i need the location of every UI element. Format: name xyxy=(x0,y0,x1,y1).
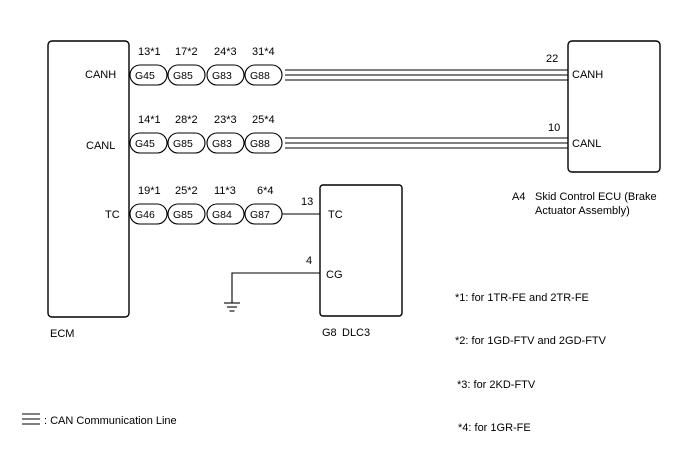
ground-icon xyxy=(224,302,240,312)
tc-code-2: 25*2 xyxy=(175,185,198,197)
skid-ecu-name-line1: Skid Control ECU (Brake xyxy=(535,191,657,203)
tc-connector-4-label: G87 xyxy=(250,209,270,221)
skid-ecu-box xyxy=(567,40,661,173)
tc-connector-3 xyxy=(206,203,245,225)
canh-connector-1-label: G45 xyxy=(135,70,155,82)
canl-code-2: 28*2 xyxy=(175,114,198,126)
tc-connector-row: 19*1 25*2 11*3 6*4 G46 G85 G84 G87 xyxy=(129,185,283,225)
can-line-legend-icon xyxy=(22,413,40,425)
cg-ground-wire xyxy=(231,272,320,303)
ecm-label: ECM xyxy=(50,328,74,340)
canl-code-1: 14*1 xyxy=(138,114,161,126)
canl-connector-row: 14*1 28*2 23*3 25*4 G45 G85 G83 G88 xyxy=(129,114,283,154)
can-line-legend-label: : CAN Communication Line xyxy=(44,415,177,427)
canh-connector-3 xyxy=(206,64,245,86)
canl-communication-line xyxy=(285,137,568,149)
dlc3-name: DLC3 xyxy=(342,327,370,339)
skid-ecu-pin-canh: CANH xyxy=(572,69,603,81)
canl-connector-3 xyxy=(206,132,245,154)
note-4: *4: for 1GR-FE xyxy=(458,422,531,434)
canh-connector-2-label: G85 xyxy=(173,70,193,82)
ecm-pin-tc: TC xyxy=(105,209,120,221)
dlc3-pin-tc: TC xyxy=(328,209,343,221)
canh-code-4: 31*4 xyxy=(252,46,275,58)
tc-connector-1 xyxy=(129,203,168,225)
note-1: *1: for 1TR-FE and 2TR-FE xyxy=(455,292,589,304)
canh-connector-row: 13*1 17*2 24*3 31*4 G45 G85 G83 G88 xyxy=(129,46,283,86)
note-3: *3: for 2KD-FTV xyxy=(457,379,536,391)
tc-connector-1-label: G46 xyxy=(135,209,155,221)
canh-code-2: 17*2 xyxy=(175,46,198,58)
ecm-box xyxy=(47,40,130,318)
skid-ecu-pin-canl: CANL xyxy=(572,138,601,150)
dlc3-pin-cg: CG xyxy=(326,269,343,281)
ecm-pin-canh: CANH xyxy=(85,69,116,81)
canl-connector-4-label: G88 xyxy=(250,138,270,150)
dlc3-id: G8 xyxy=(322,327,337,339)
tc-connector-3-label: G84 xyxy=(212,209,232,221)
skid-ecu-id: A4 xyxy=(512,191,525,203)
canh-connector-4 xyxy=(244,64,283,86)
dlc3-pin-cg-number: 4 xyxy=(306,255,312,267)
canl-connector-2-label: G85 xyxy=(173,138,193,150)
canl-connector-2 xyxy=(167,132,206,154)
tc-connector-2-label: G85 xyxy=(173,209,193,221)
skid-ecu-pin-canl-number: 10 xyxy=(548,122,560,134)
canh-connector-3-label: G83 xyxy=(212,70,232,82)
canh-connector-1 xyxy=(129,64,168,86)
ecm-pin-canl: CANL xyxy=(86,140,115,152)
canl-connector-4 xyxy=(244,132,283,154)
note-2: *2: for 1GD-FTV and 2GD-FTV xyxy=(455,335,607,347)
canl-code-3: 23*3 xyxy=(214,114,237,126)
tc-code-3: 11*3 xyxy=(214,185,236,197)
canl-connector-1-label: G45 xyxy=(135,138,155,150)
canl-code-4: 25*4 xyxy=(252,114,275,126)
canh-connector-2 xyxy=(167,64,206,86)
dlc3-pin-tc-number: 13 xyxy=(301,196,313,208)
canh-connector-4-label: G88 xyxy=(250,70,270,82)
canh-code-1: 13*1 xyxy=(138,46,161,58)
skid-ecu-name-line2: Actuator Assembly) xyxy=(535,205,630,217)
canl-connector-1 xyxy=(129,132,168,154)
tc-code-1: 19*1 xyxy=(138,185,161,197)
skid-ecu-pin-canh-number: 22 xyxy=(546,53,558,65)
dlc3-box xyxy=(319,184,403,317)
tc-code-4: 6*4 xyxy=(257,185,274,197)
canl-connector-3-label: G83 xyxy=(212,138,232,150)
canh-communication-line xyxy=(285,69,568,81)
tc-connector-2 xyxy=(167,203,206,225)
canh-code-3: 24*3 xyxy=(214,46,237,58)
